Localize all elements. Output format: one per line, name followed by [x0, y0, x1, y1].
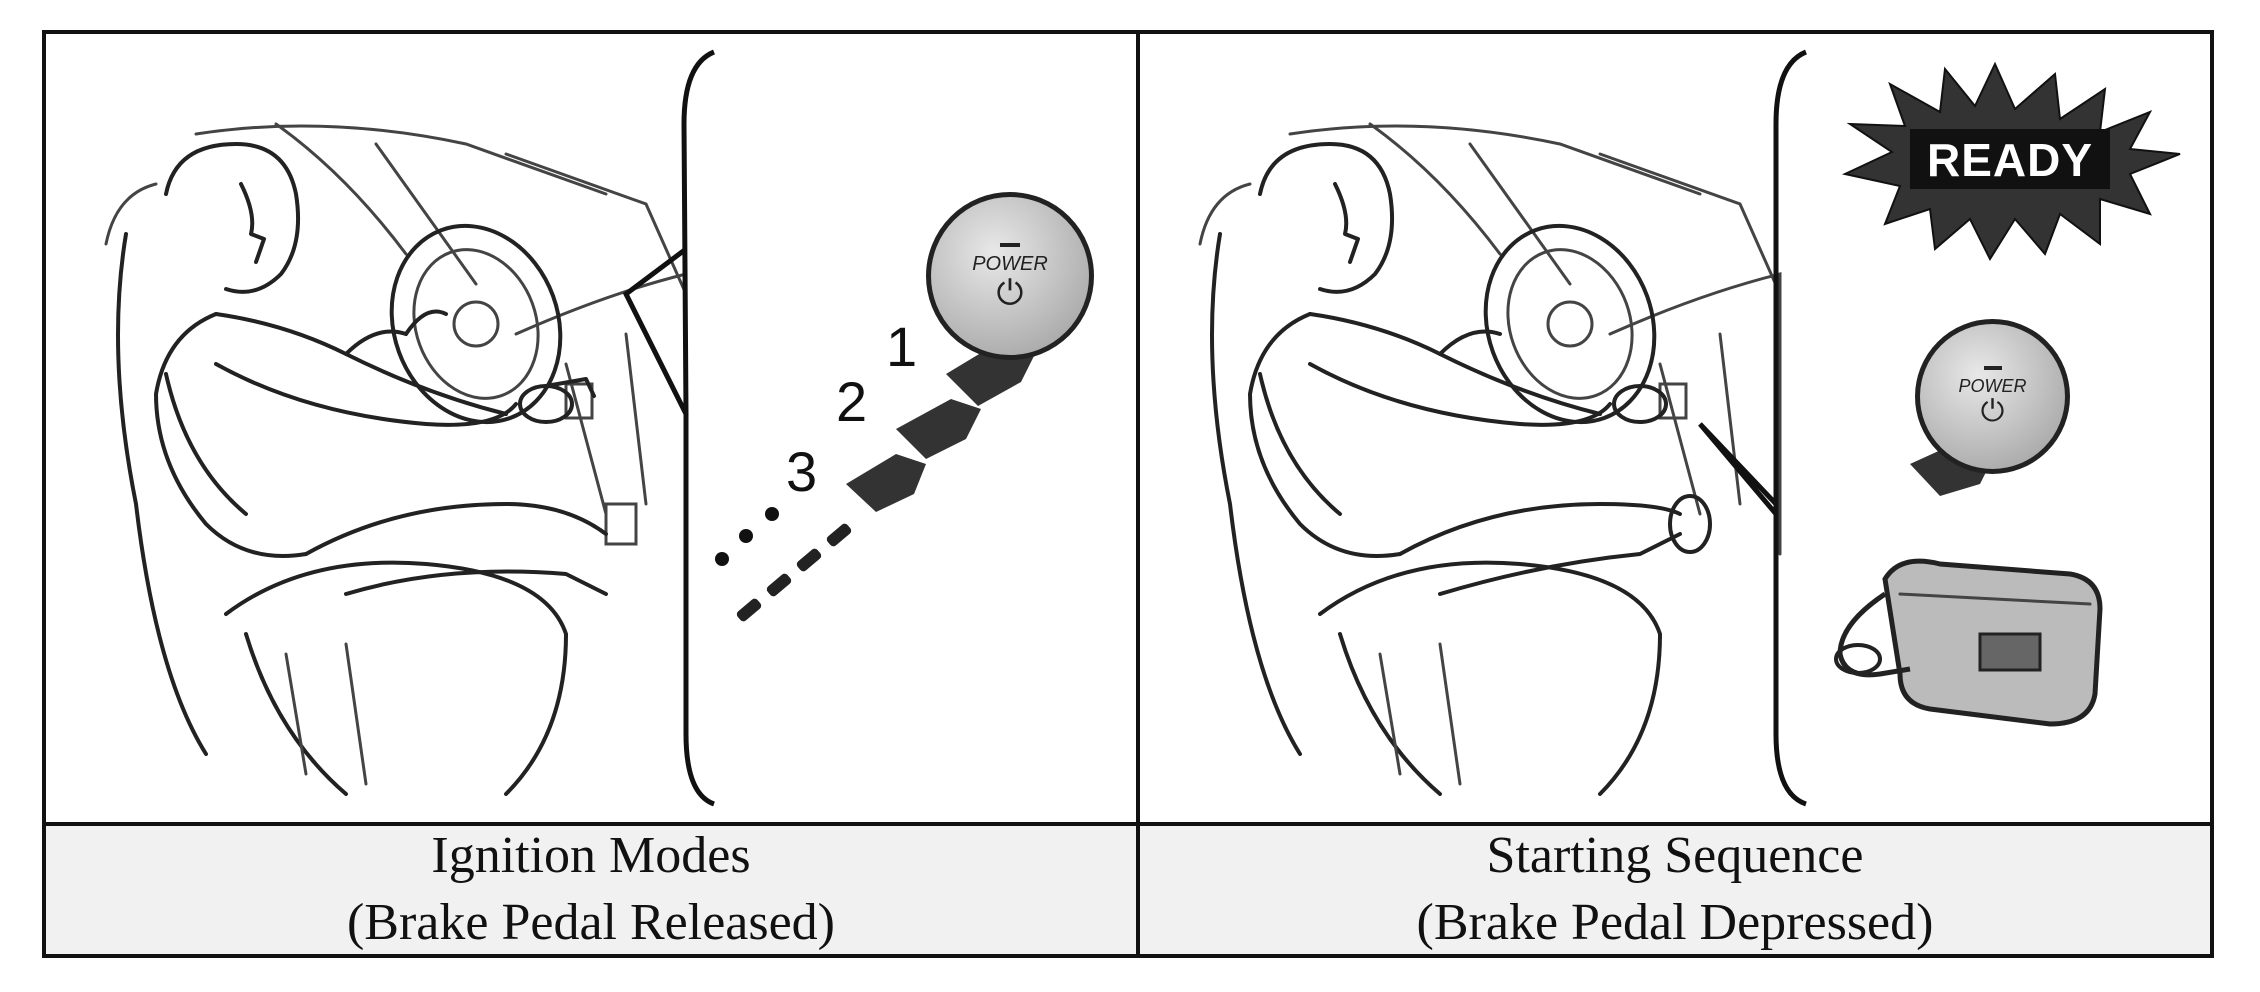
- caption-row: Ignition Modes (Brake Pedal Released) St…: [46, 826, 2210, 954]
- ready-badge: READY: [1926, 134, 2094, 186]
- power-button-label: POWER: [1958, 376, 2027, 396]
- power-symbol-icon: ⏻: [996, 272, 1024, 313]
- caption-subtitle: (Brake Pedal Depressed): [1416, 894, 1934, 951]
- driver-illustration-left: [104, 49, 1036, 807]
- power-button-icon: POWER ⏻: [926, 192, 1094, 360]
- step-3-label: 3: [786, 440, 818, 503]
- step-2-label: 2: [836, 370, 868, 433]
- step-1-label: 1: [886, 315, 918, 378]
- starting-sequence-caption: Starting Sequence (Brake Pedal Depressed…: [1140, 826, 2210, 954]
- caption-title: Ignition Modes: [431, 827, 751, 885]
- ignition-modes-caption: Ignition Modes (Brake Pedal Released): [46, 826, 1136, 954]
- figure-frame: 3 2 1 POWER ⏻: [42, 30, 2214, 958]
- starting-sequence-panel: READY POWER ⏻: [1140, 34, 2210, 822]
- caption-divider-v: [1136, 826, 1140, 954]
- ignition-modes-panel: 3 2 1 POWER ⏻: [46, 34, 1136, 822]
- power-button-icon: POWER ⏻: [1915, 319, 2070, 474]
- power-button-label: POWER: [972, 252, 1048, 275]
- driver-illustration-right: [1198, 49, 2181, 807]
- caption-title: Starting Sequence: [1486, 827, 1864, 885]
- caption-divider: [46, 822, 2210, 826]
- power-symbol-icon: ⏻: [1980, 394, 2005, 429]
- caption-subtitle: (Brake Pedal Released): [346, 894, 835, 951]
- panel-divider: [1136, 34, 1140, 954]
